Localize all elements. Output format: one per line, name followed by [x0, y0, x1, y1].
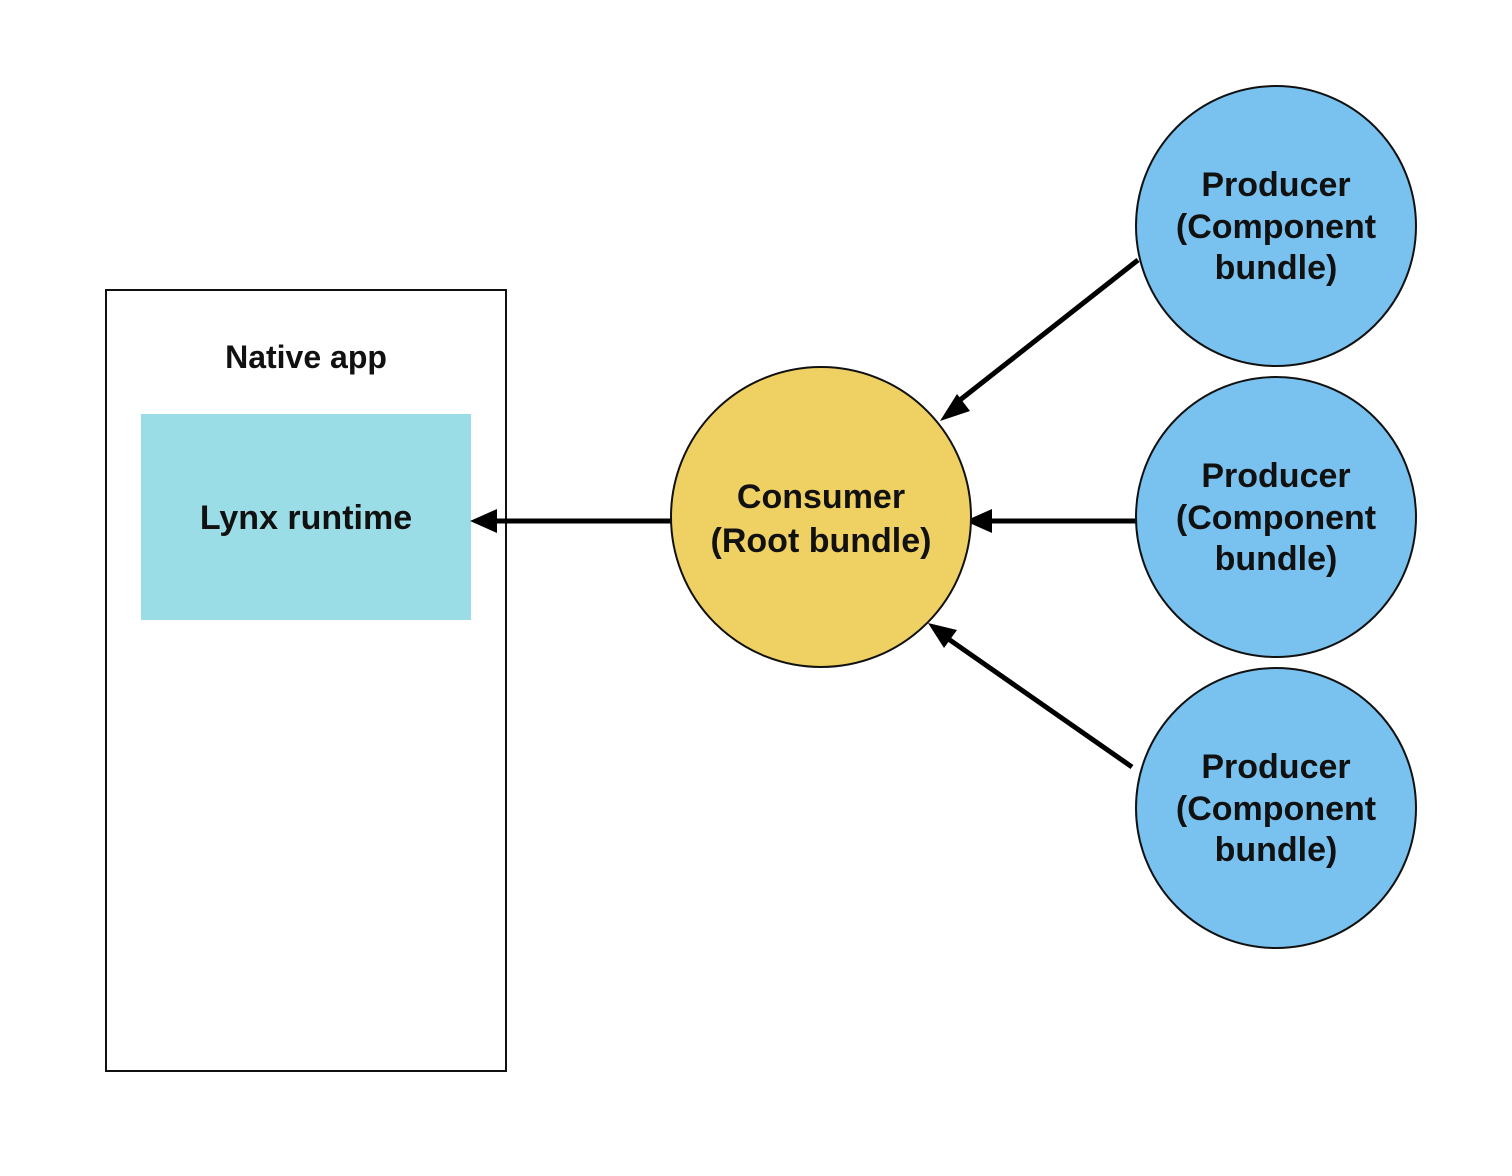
- lynx-runtime-node: Lynx runtime: [141, 414, 471, 620]
- edge-consumer-to-runtime: [470, 509, 671, 533]
- producer-circle-2: [1135, 376, 1417, 658]
- native-app-container: Native app Lynx runtime: [105, 289, 507, 1072]
- producer-circle-3: [1135, 667, 1417, 949]
- producer-1-label-line-3: bundle): [1215, 249, 1338, 287]
- edges: [470, 258, 1143, 770]
- lynx-runtime-box: [141, 414, 471, 620]
- native-app-title: Native app: [225, 339, 387, 375]
- producer-2-label-line-3: bundle): [1215, 540, 1338, 578]
- lynx-runtime-label: Lynx runtime: [200, 499, 412, 537]
- producer-3-label-line-3: bundle): [1215, 831, 1338, 869]
- native-app-box: [105, 289, 507, 1072]
- arrowhead: [965, 509, 992, 533]
- producer-node-1: Producer (Component bundle): [1135, 85, 1417, 367]
- consumer-circle: [670, 366, 972, 668]
- consumer-label-line-2: (Root bundle): [711, 522, 932, 560]
- consumer-label-line-1: Consumer: [737, 478, 905, 516]
- producer-3-label-line-1: Producer: [1201, 748, 1350, 786]
- producer-2-label-line-2: (Component: [1176, 499, 1376, 537]
- arrowhead: [940, 394, 970, 421]
- producer-3-label-line-2: (Component: [1176, 790, 1376, 828]
- consumer-node: Consumer (Root bundle): [670, 366, 972, 668]
- arrowhead: [928, 623, 957, 648]
- edge-producer-3-to-consumer: [928, 623, 1134, 770]
- producer-node-2: Producer (Component bundle): [1135, 376, 1417, 658]
- edge-producer-1-to-consumer: [940, 258, 1140, 421]
- arrowhead: [470, 509, 497, 533]
- edge-producer-2-to-consumer: [965, 509, 1143, 533]
- producer-circle-1: [1135, 85, 1417, 367]
- producer-1-label-line-2: (Component: [1176, 208, 1376, 246]
- producer-1-label-line-1: Producer: [1201, 166, 1350, 204]
- producer-node-3: Producer (Component bundle): [1135, 667, 1417, 949]
- producer-2-label-line-1: Producer: [1201, 457, 1350, 495]
